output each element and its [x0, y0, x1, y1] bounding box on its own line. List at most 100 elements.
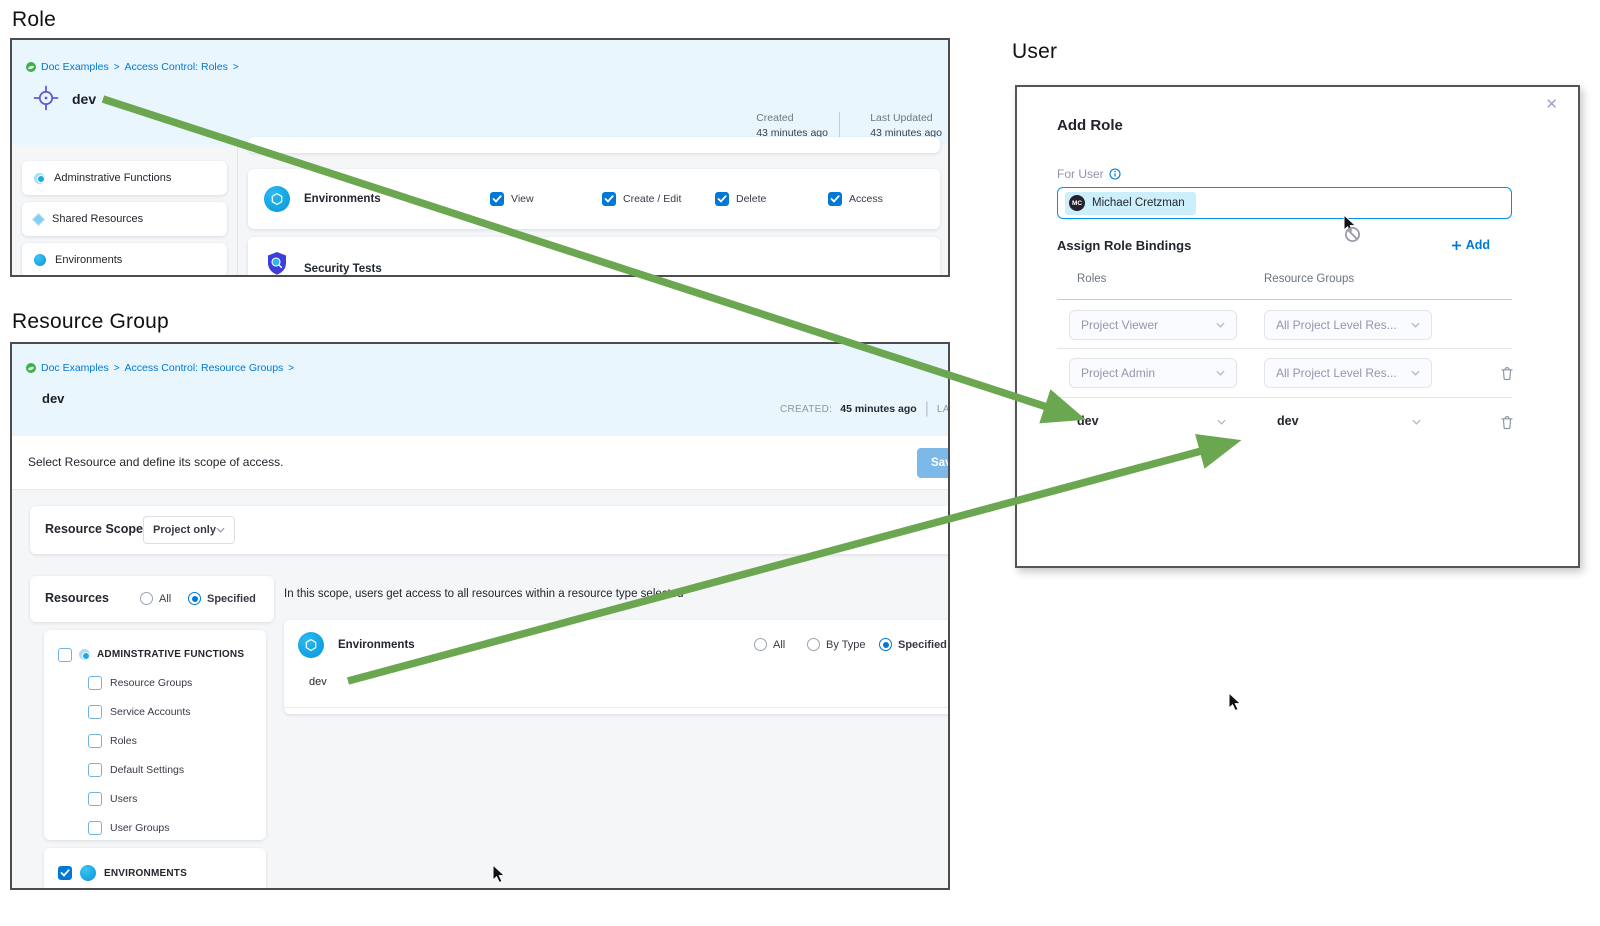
- chevron-down-icon: [216, 527, 225, 533]
- environments-icon: [298, 632, 324, 658]
- resource-group-body: Resource Scope Project only Resources Al…: [12, 490, 948, 888]
- plus-icon: [1451, 240, 1461, 250]
- tree-item-users[interactable]: Users: [44, 784, 266, 813]
- updated-label: LAST UPD: [936, 403, 950, 415]
- permission-row-environments: Environments View Create / Edit Delete A…: [248, 169, 940, 229]
- resource-category-sidebar: Adminstrative Functions Shared Resources…: [12, 145, 238, 275]
- tree-item-service-accounts[interactable]: Service Accounts: [44, 697, 266, 726]
- user-chip[interactable]: MC Michael Cretzman: [1065, 191, 1196, 215]
- sidebar-item-administrative-functions[interactable]: Adminstrative Functions: [22, 161, 227, 195]
- info-icon[interactable]: [1109, 168, 1121, 180]
- tree-item-label: Resource Groups: [110, 676, 193, 689]
- tree-item-environments[interactable]: ENVIRONMENTS: [44, 848, 266, 888]
- tree-item-label: User Groups: [110, 821, 170, 834]
- tree-item-label: ADMINSTRATIVE FUNCTIONS: [97, 649, 245, 660]
- checkbox-unchecked[interactable]: [88, 820, 102, 835]
- role-select-dev[interactable]: dev: [1077, 414, 1099, 428]
- mouse-cursor: [492, 864, 505, 884]
- tree-item-label: Users: [110, 792, 138, 805]
- radio-unselected[interactable]: [807, 638, 820, 651]
- save-button[interactable]: Sav: [917, 448, 948, 478]
- user-input[interactable]: MC Michael Cretzman: [1057, 187, 1512, 219]
- checkbox-unchecked[interactable]: [88, 733, 102, 748]
- select-value: Project Admin: [1081, 366, 1156, 380]
- project-icon: [26, 363, 36, 373]
- checkbox-unchecked[interactable]: [88, 675, 102, 690]
- role-select-project-admin[interactable]: Project Admin: [1069, 358, 1237, 388]
- breadcrumb-roles-link[interactable]: Access Control: Roles: [124, 61, 228, 73]
- resource-scope-card: Resource Scope Project only: [30, 506, 948, 554]
- tree-item-resource-groups[interactable]: Resource Groups: [44, 668, 266, 697]
- resource-group-select-all-project[interactable]: All Project Level Res...: [1264, 310, 1432, 340]
- scope-radio-all[interactable]: All: [754, 638, 785, 651]
- radio-unselected[interactable]: [754, 638, 767, 651]
- row-divider: [1057, 397, 1512, 398]
- scope-radio-by-type[interactable]: By Type: [807, 638, 866, 651]
- checkbox-unchecked[interactable]: [88, 791, 102, 806]
- breadcrumb-project-link[interactable]: Doc Examples: [41, 362, 109, 374]
- radio-unselected[interactable]: [140, 592, 153, 605]
- breadcrumb-project-link[interactable]: Doc Examples: [41, 61, 109, 73]
- resource-scope-dropdown[interactable]: Project only: [143, 516, 235, 544]
- column-header-roles: Roles: [1077, 273, 1107, 285]
- radio-label: By Type: [826, 638, 866, 651]
- checkbox-checked[interactable]: [490, 192, 504, 206]
- resource-scope-value: Project only: [153, 524, 216, 536]
- trash-icon: [1501, 367, 1513, 381]
- checkbox-checked[interactable]: [58, 866, 72, 880]
- avatar: MC: [1069, 195, 1085, 211]
- user-chip-name: Michael Cretzman: [1092, 197, 1185, 209]
- delete-binding-button[interactable]: [1500, 366, 1514, 381]
- tree-item-user-groups[interactable]: User Groups: [44, 813, 266, 842]
- chevron-down-icon[interactable]: [1412, 419, 1421, 425]
- permission-view[interactable]: View: [490, 192, 534, 206]
- resources-radio-specified[interactable]: Specified: [188, 592, 256, 605]
- checkbox-unchecked[interactable]: [88, 704, 102, 719]
- no-drop-icon: [1344, 226, 1361, 243]
- chevron-down-icon[interactable]: [1217, 419, 1226, 425]
- created-label: CREATED:: [780, 403, 833, 415]
- role-select-project-viewer[interactable]: Project Viewer: [1069, 310, 1237, 340]
- tree-item-label: Service Accounts: [110, 705, 191, 718]
- permission-delete[interactable]: Delete: [715, 192, 766, 206]
- checkbox-unchecked[interactable]: [58, 647, 72, 662]
- admin-functions-icon: [34, 172, 45, 184]
- resource-group-header: Doc Examples > Access Control: Resource …: [12, 344, 948, 436]
- scrolled-card-edge: [248, 137, 940, 153]
- checkbox-label: Create / Edit: [623, 193, 682, 205]
- radio-label: All: [773, 638, 786, 651]
- tree-item-administrative-functions[interactable]: ADMINSTRATIVE FUNCTIONS: [44, 641, 266, 668]
- resource-group-select-all-project[interactable]: All Project Level Res...: [1264, 358, 1432, 388]
- resource-group-section-heading: Resource Group: [12, 310, 169, 333]
- updated-meta: Last Updated 43 minutes ago: [870, 112, 942, 139]
- radio-label: Specified: [898, 638, 947, 651]
- checkbox-checked[interactable]: [828, 192, 842, 206]
- sidebar-item-environments[interactable]: Environments: [22, 243, 227, 275]
- checkbox-checked[interactable]: [602, 192, 616, 206]
- breadcrumb-resource-groups-link[interactable]: Access Control: Resource Groups: [124, 362, 284, 374]
- radio-selected[interactable]: [879, 638, 892, 651]
- radio-selected[interactable]: [188, 592, 201, 605]
- permission-resource-label: Environments: [304, 193, 381, 205]
- table-divider: [1057, 299, 1512, 300]
- card-divider: [284, 707, 948, 708]
- permission-access[interactable]: Access: [828, 192, 883, 206]
- scope-resource-label: Environments: [338, 639, 415, 651]
- breadcrumb-separator: >: [232, 61, 239, 73]
- tree-item-default-settings[interactable]: Default Settings: [44, 755, 266, 784]
- scope-radio-specified[interactable]: Specified: [879, 638, 947, 651]
- tree-item-roles[interactable]: Roles: [44, 726, 266, 755]
- permission-create-edit[interactable]: Create / Edit: [602, 192, 681, 206]
- add-binding-button[interactable]: Add: [1451, 238, 1490, 252]
- environments-icon: [34, 254, 46, 266]
- sidebar-item-shared-resources[interactable]: Shared Resources: [22, 202, 227, 236]
- delete-binding-button[interactable]: [1500, 415, 1514, 430]
- checkbox-checked[interactable]: [715, 192, 729, 206]
- breadcrumb: Doc Examples > Access Control: Roles >: [26, 61, 239, 73]
- checkbox-unchecked[interactable]: [88, 762, 102, 777]
- resources-radio-all[interactable]: All: [140, 592, 171, 605]
- environments-icon: [80, 865, 96, 881]
- permission-row-security-tests: Security Tests: [248, 237, 940, 275]
- resource-group-select-dev[interactable]: dev: [1277, 414, 1299, 428]
- close-icon[interactable]: ✕: [1545, 96, 1558, 113]
